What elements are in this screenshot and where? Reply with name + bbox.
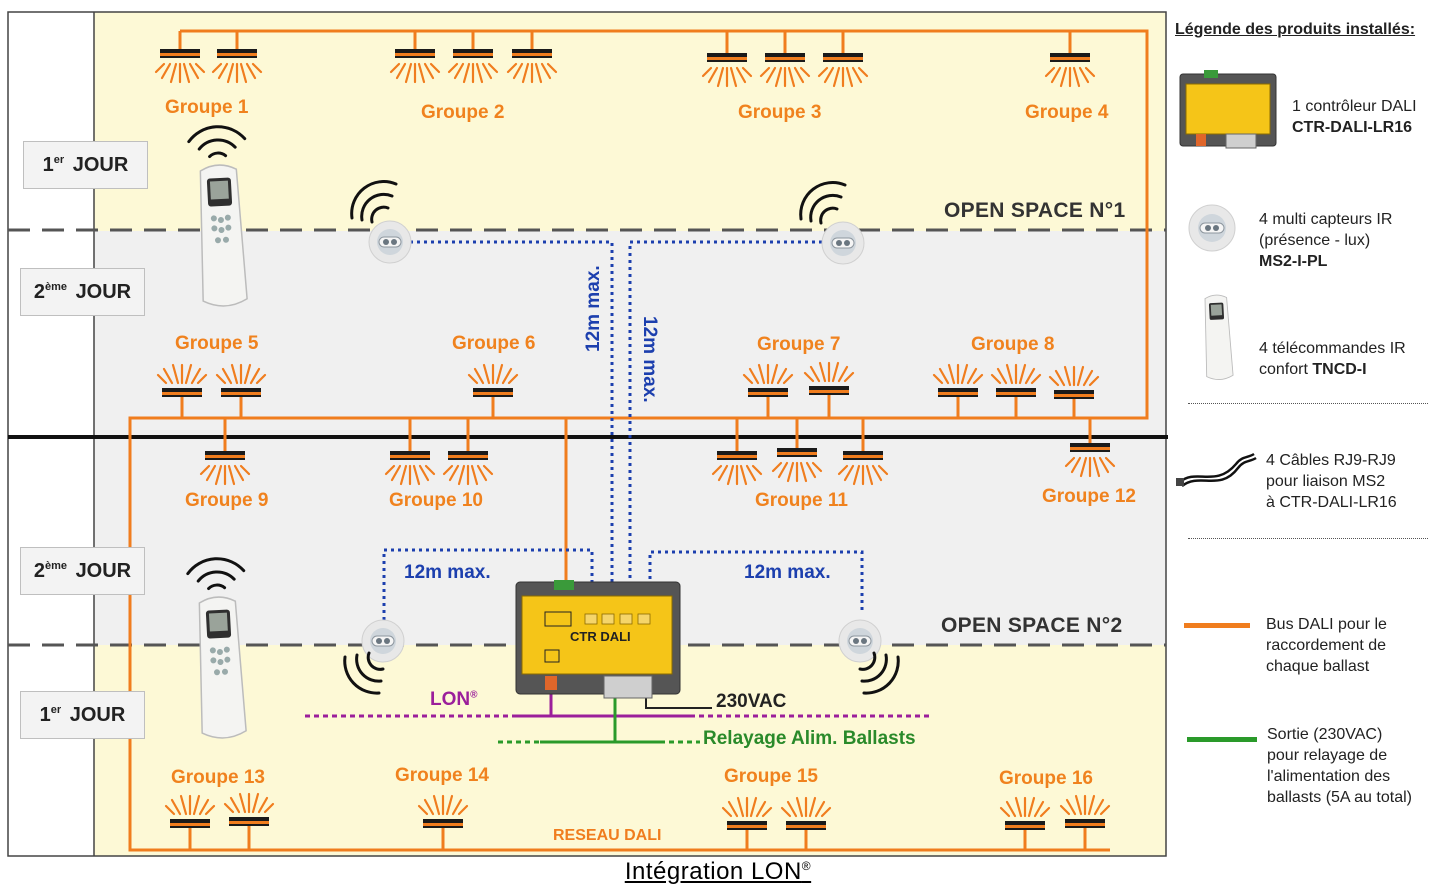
- legend-divider: [1188, 538, 1428, 539]
- group-label: Groupe 3: [738, 102, 822, 123]
- light-fixture-icon: [447, 49, 499, 84]
- light-fixture-icon: [780, 796, 832, 830]
- light-fixture-icon: [417, 794, 469, 828]
- lon-label: LON®: [430, 689, 478, 710]
- light-fixture-icon: [999, 796, 1051, 830]
- sensor-links: [382, 240, 864, 620]
- group-label: Groupe 7: [757, 334, 841, 355]
- legend-bus: Bus DALI pour le raccordement de chaque …: [1266, 616, 1387, 675]
- light-fixture-icon: [932, 363, 984, 397]
- group-label: Groupe 16: [999, 768, 1093, 789]
- light-fixture-icon: [817, 53, 869, 88]
- light-fixture-icon: [442, 451, 494, 486]
- light-fixture-icon: [701, 53, 753, 88]
- light-fixture-icon: [721, 796, 773, 830]
- light-fixture-icon: [1044, 53, 1096, 88]
- light-fixture-icon: [467, 363, 519, 397]
- group-label: Groupe 14: [395, 765, 489, 786]
- light-fixture-icon: [1064, 443, 1116, 478]
- group-label: Groupe 2: [421, 102, 505, 123]
- group-label: Groupe 11: [755, 490, 848, 511]
- group-label: Groupe 4: [1025, 102, 1109, 123]
- legend-divider: [1188, 403, 1428, 404]
- cable-icon: [1176, 452, 1257, 488]
- light-fixture-icon: [711, 451, 763, 486]
- distance-label: 12m max.: [404, 562, 491, 583]
- floor-plan-outline: [7, 11, 1167, 857]
- controller-icon: [515, 580, 681, 699]
- light-fixture-icon: [506, 49, 558, 84]
- group-label: Groupe 6: [452, 333, 536, 354]
- relay-output: [498, 690, 712, 744]
- legend-title: Légende des produits installés:: [1175, 21, 1416, 38]
- group-label: Groupe 12: [1042, 486, 1136, 507]
- light-fixture-icon: [771, 448, 823, 483]
- dali-bus-swatch: [1184, 623, 1250, 628]
- light-fixture-icon: [215, 363, 267, 397]
- relay-label: Relayage Alim. Ballasts: [703, 728, 916, 749]
- light-fixture-icon: [223, 792, 275, 826]
- light-fixture-icon: [154, 49, 206, 84]
- vac-label: 230VAC: [716, 691, 787, 712]
- light-fixture-icon: [389, 49, 441, 84]
- light-fixture-icon: [384, 451, 436, 486]
- light-fixture-icon: [156, 363, 208, 397]
- light-fixture-icon: [211, 49, 263, 84]
- group-label: Groupe 15: [724, 766, 818, 787]
- group-label: Groupe 13: [171, 767, 265, 788]
- group-label: Groupe 9: [185, 490, 269, 511]
- light-fixture-icon: [837, 451, 889, 486]
- controller-icon: [1179, 70, 1277, 149]
- ir-sensor-icon: [1188, 204, 1236, 252]
- open-space-2-title: OPEN SPACE N°2: [941, 614, 1123, 637]
- zone-day-1-top: [94, 12, 1166, 231]
- legend-output: Sortie (230VAC) pour relayage de l'alime…: [1267, 726, 1412, 806]
- group-label: Groupe 8: [971, 334, 1055, 355]
- legend-remotes: 4 télécommandes IR confort TNCD-I: [1259, 340, 1406, 378]
- distance-label: 12m max.: [744, 562, 831, 583]
- light-fixture-icon: [164, 794, 216, 828]
- light-fixture-icon: [759, 53, 811, 88]
- group-label: Groupe 10: [389, 490, 483, 511]
- distance-label: 12m max.: [639, 316, 660, 403]
- dali-network-label: RESEAU DALI: [553, 827, 662, 844]
- light-fixture-icon: [199, 451, 251, 486]
- relay-swatch: [1187, 737, 1257, 742]
- dali-bus: [128, 29, 1149, 852]
- group-label: Groupe 1: [165, 97, 249, 118]
- legend-sensors: 4 multi capteurs IR (présence - lux) MS2…: [1259, 211, 1393, 270]
- light-fixture-icon: [1048, 365, 1100, 399]
- light-fixture-icon: [742, 363, 794, 397]
- distance-label: 12m max.: [583, 265, 604, 352]
- light-fixture-icon: [990, 363, 1042, 397]
- legend-cables: 4 Câbles RJ9-RJ9 pour liaison MS2 à CTR-…: [1266, 452, 1397, 511]
- light-fixture-icon: [1059, 794, 1111, 828]
- open-space-1-title: OPEN SPACE N°1: [944, 199, 1126, 222]
- remote-control-icon: [1204, 294, 1234, 380]
- legend-controller: 1 contrôleur DALI CTR-DALI-LR16: [1292, 98, 1417, 136]
- figure-caption: Intégration LON®: [624, 858, 812, 885]
- controller-label: CTR DALI: [570, 629, 631, 644]
- light-fixture-icon: [803, 361, 855, 395]
- lon-bus: [305, 690, 932, 718]
- group-label: Groupe 5: [175, 333, 259, 354]
